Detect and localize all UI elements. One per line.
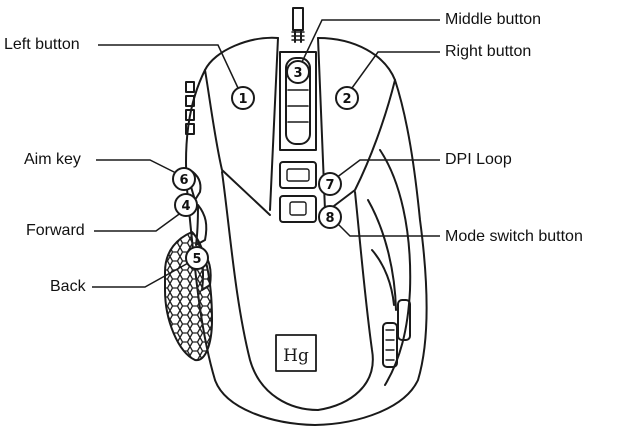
label-middle-button: Middle button <box>445 11 542 28</box>
right-grip-ridges <box>367 149 412 386</box>
mouse-cable <box>291 7 305 43</box>
label-mode-switch-button: Mode switch button <box>445 228 583 245</box>
callout-circles <box>172 60 359 270</box>
label-back: Back <box>50 278 86 295</box>
callout-3: 3 <box>293 66 302 81</box>
callout-7-circle <box>318 172 342 196</box>
body-inner-contour <box>221 171 319 411</box>
callout-4-circle <box>174 193 198 217</box>
hg-logo <box>275 334 317 372</box>
leader-lines <box>92 19 440 288</box>
callout-2-circle <box>335 86 359 110</box>
hg-logo-text: Hg <box>283 346 309 366</box>
scroll-channel <box>279 51 317 151</box>
callout-4: 4 <box>181 199 190 214</box>
callout-2: 2 <box>342 92 351 107</box>
callout-7: 7 <box>325 178 334 193</box>
label-left-button: Left button <box>4 36 80 53</box>
callout-1: 1 <box>238 92 247 107</box>
callout-6-circle <box>172 167 196 191</box>
forward-button[interactable] <box>195 204 208 246</box>
callout-6: 6 <box>179 173 188 188</box>
mode-switch-button[interactable] <box>279 195 317 223</box>
callout-5: 5 <box>192 252 201 267</box>
left-side-grooves <box>185 81 195 135</box>
label-dpi-loop: DPI Loop <box>445 151 512 168</box>
callout-5-circle <box>185 246 209 270</box>
mouse-body-outline <box>185 36 428 426</box>
label-forward: Forward <box>26 222 85 239</box>
callout-8: 8 <box>325 211 334 226</box>
callout-1-circle <box>231 86 255 110</box>
callout-8-circle <box>318 205 342 229</box>
dpi-loop-button[interactable] <box>279 161 317 189</box>
label-aim-key: Aim key <box>24 151 81 168</box>
label-right-button: Right button <box>445 43 532 60</box>
callout-3-circle <box>286 60 310 84</box>
left-button-shell <box>204 37 279 216</box>
